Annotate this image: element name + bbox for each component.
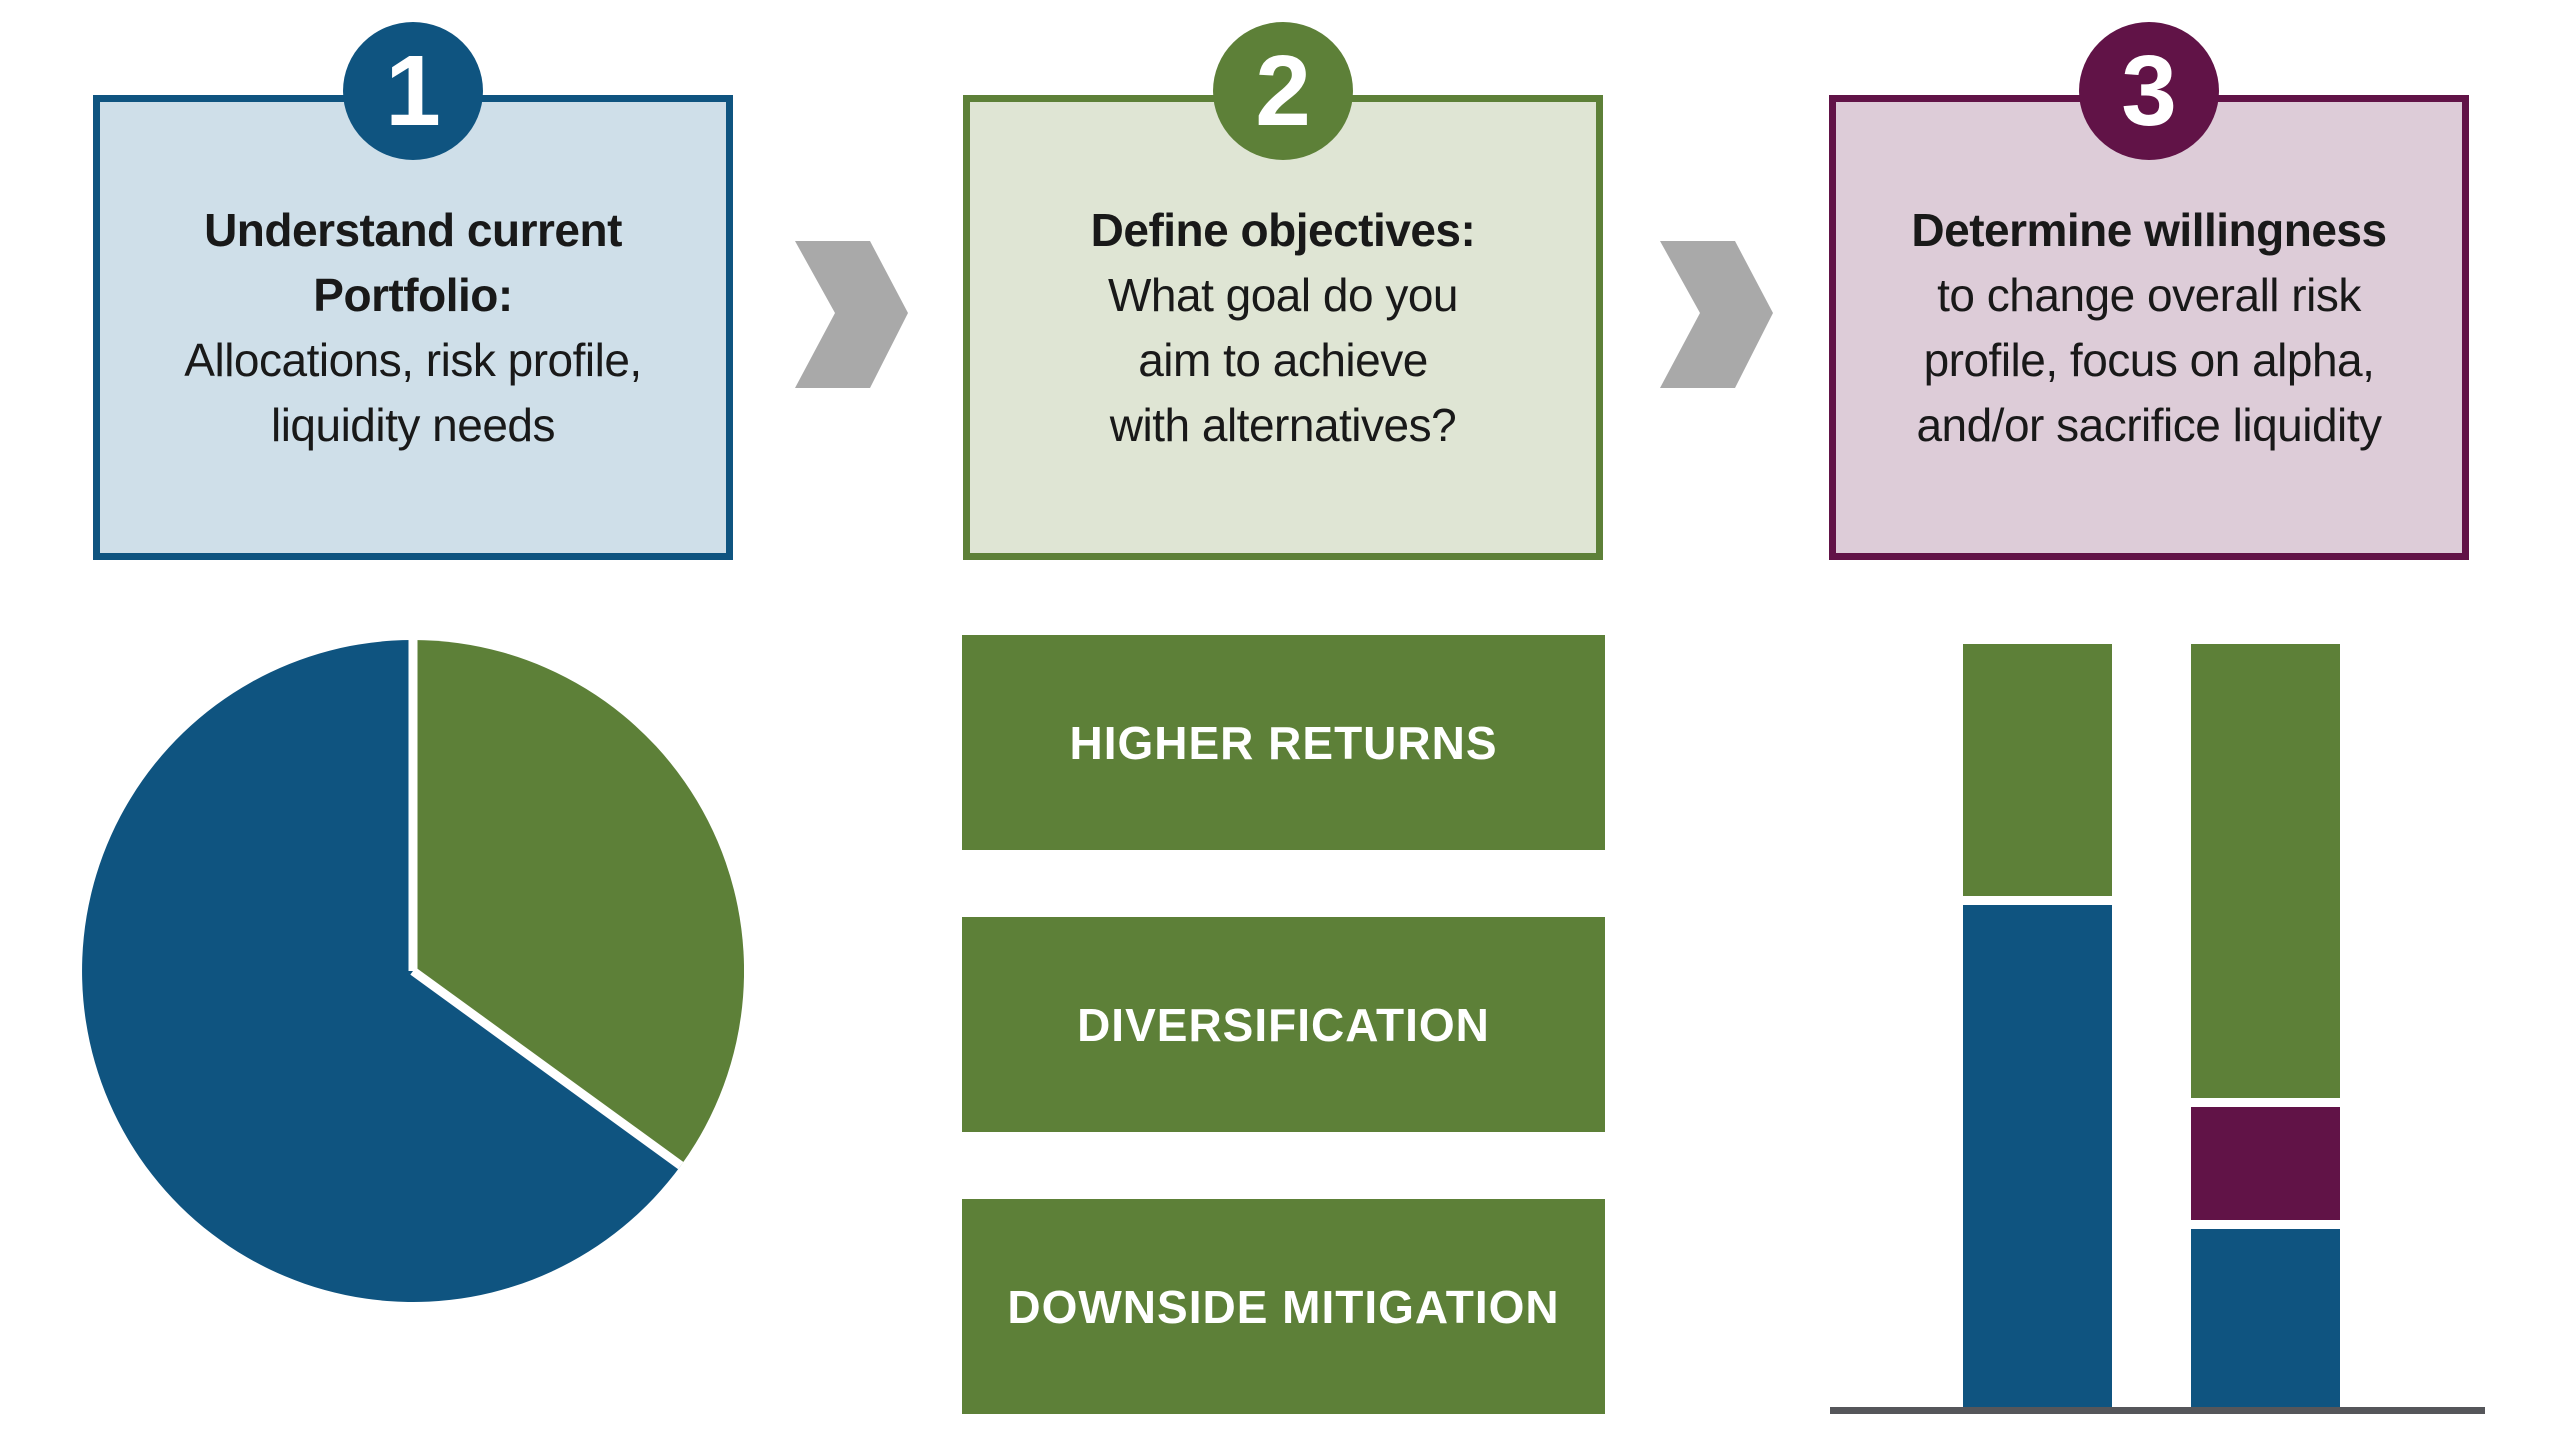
step-1-box: Understand current Portfolio: Allocation… (93, 95, 733, 560)
axis-baseline (1830, 1407, 2485, 1414)
step-2-body-line: What goal do you (1107, 269, 1459, 321)
right-chevron-shape (1660, 241, 1773, 388)
pie-slice-divider (410, 967, 684, 1170)
right-chevron-icon (795, 241, 908, 388)
step-2-title-line: Define objectives: (1090, 204, 1476, 256)
stacked-bar-segment (1963, 905, 2112, 1407)
pie-slice (413, 640, 745, 1166)
stacked-bar-segment (2191, 1107, 2340, 1220)
step-1-body-line: liquidity needs (270, 399, 556, 451)
step-2-number: 2 (1255, 34, 1311, 147)
goal-bar-downside-mitigation: DOWNSIDE MITIGATION (962, 1199, 1605, 1414)
stacked-bar-segment (2191, 1229, 2340, 1407)
right-chevron-shape (795, 241, 908, 388)
pie-chart-svg (82, 640, 745, 1302)
step-2-text: Define objectives: What goal do you aim … (970, 198, 1596, 458)
goal-bar-label: DOWNSIDE MITIGATION (1007, 1280, 1560, 1333)
step-1-number-badge: 1 (343, 22, 483, 160)
step-1-title-line: Portfolio: (313, 269, 513, 321)
step-1-body-line: Allocations, risk profile, (184, 334, 642, 386)
step-2-number-badge: 2 (1213, 22, 1353, 160)
step-3-number-badge: 3 (2079, 22, 2219, 160)
step-1-title-line: Understand current (204, 204, 622, 256)
step-1-number: 1 (385, 34, 441, 147)
step-3-box: Determine willingness to change overall … (1829, 95, 2469, 560)
portfolio-pie-chart (82, 640, 745, 1302)
step-3-number: 3 (2121, 34, 2177, 147)
stacked-bar-segment (1963, 644, 2112, 896)
stacked-bar-segment (2191, 644, 2340, 1098)
step-2-body-line: aim to achieve (1138, 334, 1428, 386)
step-2-body-line: with alternatives? (1109, 399, 1457, 451)
goal-bar-label: DIVERSIFICATION (1077, 998, 1490, 1051)
step-2-box: Define objectives: What goal do you aim … (963, 95, 1603, 560)
step-3-title-line: Determine willingness (1911, 204, 2387, 256)
right-chevron-icon (1660, 241, 1773, 388)
goal-bar-higher-returns: HIGHER RETURNS (962, 635, 1605, 850)
step-3-body-line: profile, focus on alpha, (1923, 334, 2375, 386)
step-3-text: Determine willingness to change overall … (1836, 198, 2462, 458)
step-3-body-line: to change overall risk (1937, 269, 2361, 321)
goal-bar-label: HIGHER RETURNS (1069, 716, 1498, 769)
pie-slice (82, 640, 681, 1302)
step-1-text: Understand current Portfolio: Allocation… (100, 198, 726, 458)
goal-bar-diversification: DIVERSIFICATION (962, 917, 1605, 1132)
step-3-body-line: and/or sacrifice liquidity (1916, 399, 2382, 451)
